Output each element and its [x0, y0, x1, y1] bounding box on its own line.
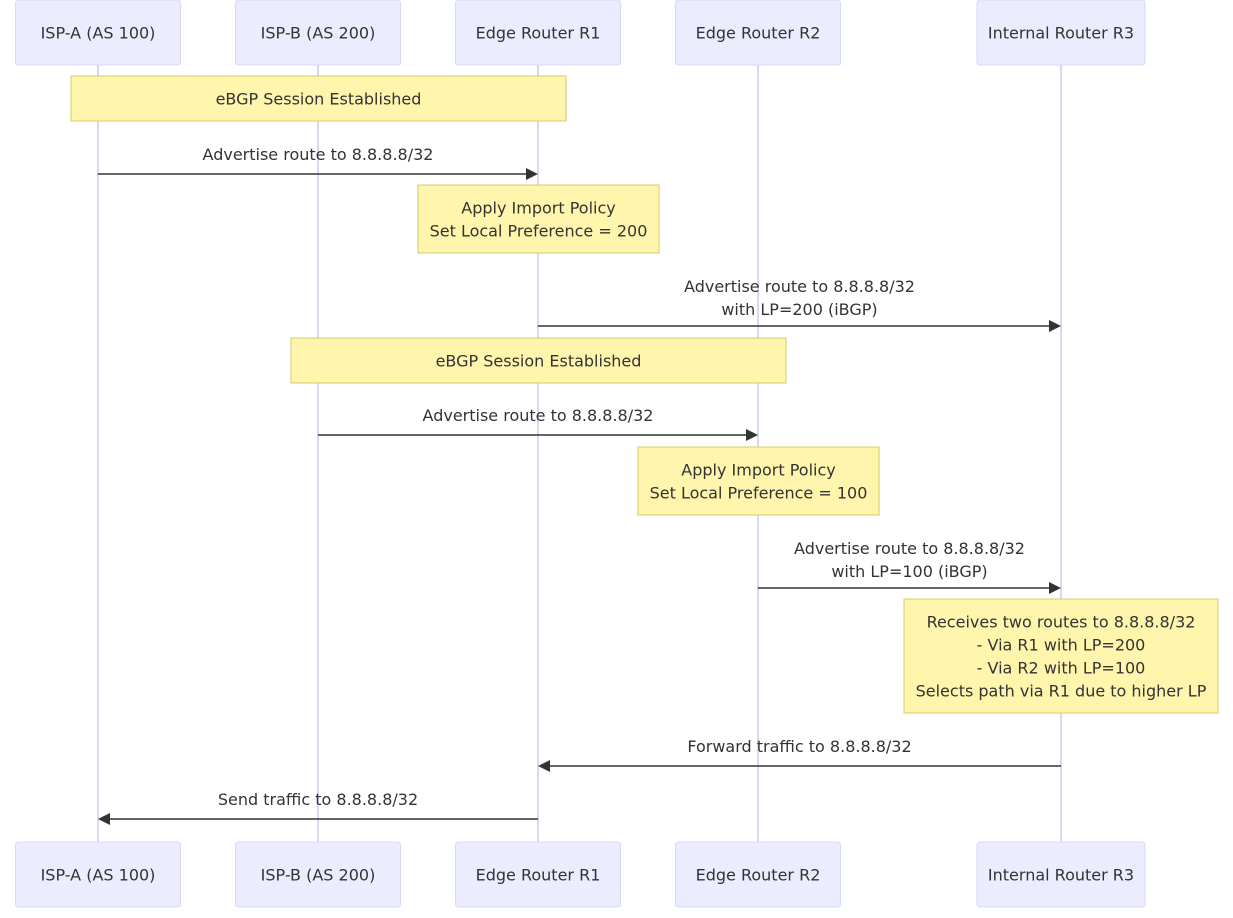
message-label: Advertise route to 8.8.8.8/32 — [423, 406, 654, 425]
actor-label: Internal Router R3 — [988, 866, 1134, 885]
actor-box — [675, 841, 841, 908]
note-text: eBGP Session Established — [436, 352, 642, 371]
message-label: with LP=100 (iBGP) — [831, 562, 987, 581]
arrowhead-icon — [746, 429, 758, 441]
note-box — [903, 598, 1219, 714]
message-label: Send traffic to 8.8.8.8/32 — [218, 790, 418, 809]
actor-r2-bottom: Edge Router R2 — [675, 841, 841, 908]
actor-box — [976, 0, 1146, 66]
arrowhead-icon — [526, 168, 538, 180]
message-label: Advertise route to 8.8.8.8/32 — [794, 539, 1025, 558]
actor-box — [15, 0, 181, 66]
actor-box — [15, 841, 181, 908]
message-4: Forward traffic to 8.8.8.8/32 — [538, 737, 1061, 772]
actor-ispa-bottom: ISP-A (AS 100) — [15, 841, 181, 908]
message-label: Advertise route to 8.8.8.8/32 — [203, 145, 434, 164]
arrowhead-icon — [538, 760, 550, 772]
actor-box — [235, 0, 401, 66]
message-5: Send traffic to 8.8.8.8/32 — [98, 790, 538, 825]
note-text: Selects path via R1 due to higher LP — [916, 682, 1207, 701]
actor-r1-top: Edge Router R1 — [455, 0, 621, 66]
message-1: Advertise route to 8.8.8.8/32 with LP=200… — [538, 277, 1061, 332]
note-text: Set Local Preference = 100 — [650, 484, 868, 503]
arrowhead-icon — [1049, 320, 1061, 332]
note-0: eBGP Session Established — [70, 75, 567, 122]
note-box — [290, 337, 787, 384]
note-2: eBGP Session Established — [290, 337, 787, 384]
actor-r2-top: Edge Router R2 — [675, 0, 841, 66]
actor-box — [976, 841, 1146, 908]
actor-label: ISP-B (AS 200) — [261, 866, 376, 885]
message-label: with LP=200 (iBGP) — [721, 300, 877, 319]
actor-label: ISP-B (AS 200) — [261, 24, 376, 43]
actor-box — [455, 841, 621, 908]
message-3: Advertise route to 8.8.8.8/32 with LP=100… — [758, 539, 1061, 594]
message-0: Advertise route to 8.8.8.8/32 — [98, 145, 538, 180]
actor-label: ISP-A (AS 100) — [41, 866, 156, 885]
actors-top: ISP-A (AS 100) ISP-B (AS 200) Edge Router … — [15, 0, 1146, 66]
actor-label: Edge Router R1 — [476, 24, 601, 43]
actors-bottom: ISP-A (AS 100) ISP-B (AS 200) Edge Router … — [15, 841, 1146, 908]
note-text: Set Local Preference = 200 — [430, 222, 648, 241]
message-label: Advertise route to 8.8.8.8/32 — [684, 277, 915, 296]
lifelines — [97, 65, 1062, 842]
note-box — [637, 446, 880, 516]
note-text: Apply Import Policy — [681, 461, 835, 480]
arrowhead-icon — [98, 813, 110, 825]
actor-ispb-bottom: ISP-B (AS 200) — [235, 841, 401, 908]
actor-r3-top: Internal Router R3 — [976, 0, 1146, 66]
note-text: Apply Import Policy — [461, 199, 615, 218]
actor-label: Edge Router R2 — [696, 866, 821, 885]
actor-label: Edge Router R1 — [476, 866, 601, 885]
message-2: Advertise route to 8.8.8.8/32 — [318, 406, 758, 441]
note-text: - Via R2 with LP=100 — [977, 659, 1146, 678]
message-label: Forward traffic to 8.8.8.8/32 — [687, 737, 911, 756]
note-box — [70, 75, 567, 122]
arrowhead-icon — [1049, 582, 1061, 594]
actor-box — [235, 841, 401, 908]
actor-label: Internal Router R3 — [988, 24, 1134, 43]
note-text: Receives two routes to 8.8.8.8/32 — [927, 613, 1196, 632]
actor-r1-bottom: Edge Router R1 — [455, 841, 621, 908]
note-text: eBGP Session Established — [216, 90, 422, 109]
actor-label: Edge Router R2 — [696, 24, 821, 43]
note-box — [417, 184, 660, 254]
actor-label: ISP-A (AS 100) — [41, 24, 156, 43]
note-text: - Via R1 with LP=200 — [977, 636, 1146, 655]
actor-ispa-top: ISP-A (AS 100) — [15, 0, 181, 66]
actor-box — [675, 0, 841, 66]
actor-r3-bottom: Internal Router R3 — [976, 841, 1146, 908]
note-4: Receives two routes to 8.8.8.8/32 - Via R… — [903, 598, 1219, 714]
actor-ispb-top: ISP-B (AS 200) — [235, 0, 401, 66]
actor-box — [455, 0, 621, 66]
